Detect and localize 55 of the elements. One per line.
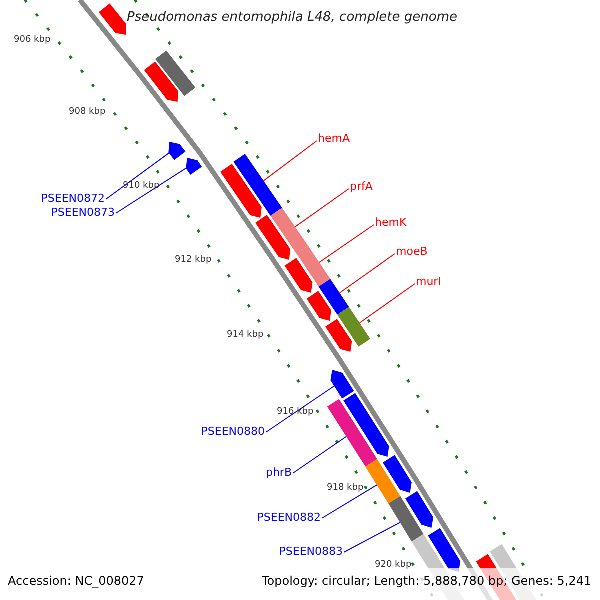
map-title: Pseudomonas entomophila L48, complete genome [127,11,458,24]
leader-line [322,484,378,519]
gene-block [144,62,178,102]
gene-label: PSEEN0880 [201,426,265,437]
gene-label: hemK [375,217,407,228]
gene-label: phrB [266,467,292,478]
leader-line [106,152,170,200]
tick-label: 906 kbp [14,36,51,45]
gene-block [327,399,378,467]
gene-block [330,370,354,399]
tick-label: 918 kbp [327,484,364,493]
gene-block [156,50,196,96]
gene-block [318,279,350,315]
gene-label: moeB [396,246,428,257]
gene-label: hemA [318,133,350,144]
gene-label: PSEEN0873 [51,207,115,218]
tick-label: 910 kbp [123,182,160,191]
leader-line [344,522,401,553]
gene-block [338,307,370,347]
gene-block [383,455,412,493]
gene-block [98,4,126,35]
leader-line [292,436,347,474]
tick-label: 920 kbp [375,561,412,570]
gene-block [406,491,434,528]
gene-block [220,164,262,218]
leader-line [359,284,416,324]
gene-label: PSEEN0882 [257,512,321,523]
gene-label: murI [416,276,442,287]
gene-block [270,208,308,254]
leader-line [294,188,350,228]
gene-block [168,142,186,160]
gene-block [186,158,202,175]
gene-label: prfA [350,181,373,192]
accession-text: Accession: NC_008027 [8,575,144,587]
gene-label: PSEEN0883 [279,546,343,557]
leader-line [318,224,374,264]
gene-block [326,319,352,352]
gene-block [388,496,424,542]
tick-label: 914 kbp [227,331,264,340]
leader-line [116,168,187,214]
tick-label: 912 kbp [175,256,212,265]
gene-block [366,459,400,504]
leader-line [263,140,318,182]
leader-line [266,386,335,433]
gene-block [234,154,282,216]
leader-line [339,254,396,294]
gene-block [306,291,332,321]
gene-block [284,258,313,293]
genome-summary-text: Topology: circular; Length: 5,888,780 bp; Genes: 5,241 [262,575,592,587]
gene-label: PSEEN0872 [41,193,105,204]
tick-label: 916 kbp [277,408,314,417]
gene-block [344,393,390,457]
gene-block [256,215,291,260]
gene-block [296,246,330,287]
tick-label: 908 kbp [69,108,106,117]
